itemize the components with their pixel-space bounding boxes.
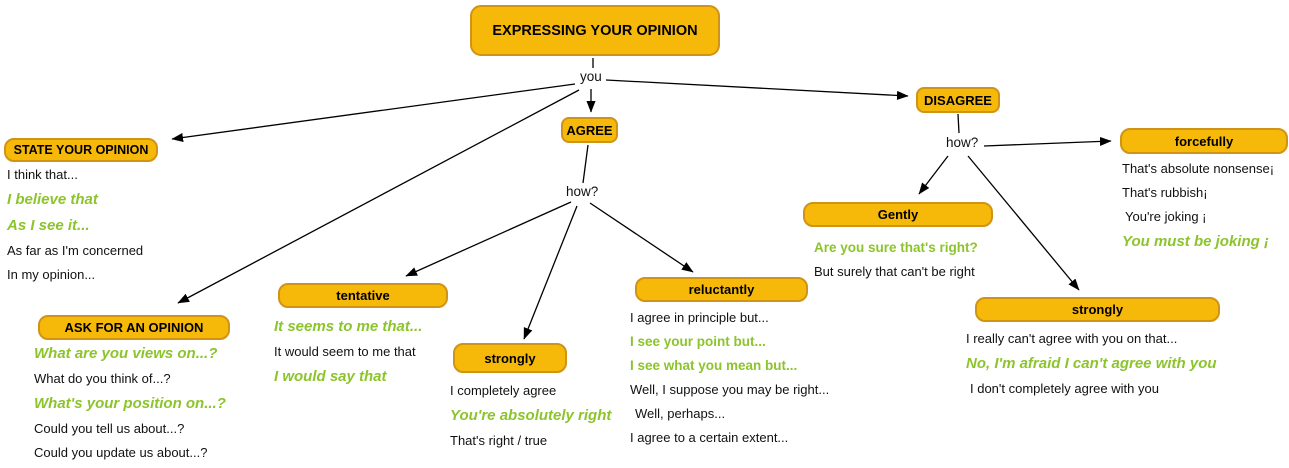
edge-label-how-agree: how? <box>564 184 601 199</box>
edge-label-you: you <box>578 69 604 84</box>
phrase: What's your position on...? <box>34 395 226 412</box>
phrase: That's right / true <box>450 433 548 448</box>
phrase: I agree to a certain extent... <box>630 430 789 445</box>
strongly-agree-phrases: I completely agree You're absolutely rig… <box>450 383 611 457</box>
phrase: I don't completely agree with you <box>970 381 1159 396</box>
tentative-phrases: It seems to me that... It would seem to … <box>274 318 422 394</box>
edge-how-to-gently <box>918 155 949 195</box>
phrase: You're joking ¡ <box>1125 209 1207 224</box>
phrase: It would seem to me that <box>274 344 416 359</box>
reluctantly-phrases: I agree in principle but... I see your p… <box>630 310 829 454</box>
node-reluctantly[interactable]: reluctantly <box>635 277 808 302</box>
node-expressing-your-opinion[interactable]: EXPRESSING YOUR OPINION <box>470 5 720 56</box>
node-state-your-opinion[interactable]: STATE YOUR OPINION <box>4 138 158 162</box>
node-tentative[interactable]: tentative <box>278 283 448 308</box>
phrase: As I see it... <box>7 217 90 234</box>
state-opinion-phrases: I think that... I believe that As I see … <box>7 167 143 291</box>
phrase: You're absolutely right <box>450 407 612 424</box>
phrase: As far as I'm concerned <box>7 243 144 258</box>
node-forcefully[interactable]: forcefully <box>1120 128 1288 154</box>
edge-you-to-disagree <box>605 79 909 100</box>
edge-agree-to-how <box>582 144 589 184</box>
phrase: I agree in principle but... <box>630 310 769 325</box>
node-agree[interactable]: AGREE <box>561 117 618 143</box>
edge-you-to-ask <box>177 89 580 304</box>
phrase: But surely that can't be right <box>814 264 975 279</box>
node-strongly-agree[interactable]: strongly <box>453 343 567 373</box>
edge-how-to-strongly-disagree <box>967 155 1080 291</box>
edge-how-to-strongly-agree <box>523 205 578 340</box>
node-disagree[interactable]: DISAGREE <box>916 87 1000 113</box>
phrase: I see your point but... <box>630 334 766 349</box>
gently-phrases: Are you sure that's right? But surely th… <box>814 240 978 288</box>
node-ask-for-an-opinion[interactable]: ASK FOR AN OPINION <box>38 315 230 340</box>
edge-disagree-to-how <box>957 113 960 134</box>
phrase: What do you think of...? <box>34 371 171 386</box>
phrase: I really can't agree with you on that... <box>966 331 1178 346</box>
phrase: It seems to me that... <box>274 318 423 335</box>
phrase: Are you sure that's right? <box>814 240 978 255</box>
phrase: No, I'm afraid I can't agree with you <box>966 355 1217 372</box>
phrase: You must be joking ¡ <box>1122 233 1269 250</box>
phrase: I believe that <box>7 191 98 208</box>
phrase: In my opinion... <box>7 267 96 282</box>
phrase: Could you tell us about...? <box>34 421 185 436</box>
phrase: Well, I suppose you may be right... <box>630 382 830 397</box>
phrase: That's absolute nonsense¡ <box>1122 161 1275 176</box>
edge-how-to-tentative <box>405 201 572 277</box>
phrase: That's rubbish¡ <box>1122 185 1208 200</box>
forcefully-phrases: That's absolute nonsense¡ That's rubbish… <box>1122 161 1274 259</box>
node-strongly-disagree[interactable]: strongly <box>975 297 1220 322</box>
edge-how-to-forcefully <box>983 136 1112 147</box>
node-gently[interactable]: Gently <box>803 202 993 227</box>
phrase: I would say that <box>274 368 387 385</box>
strongly-disagree-phrases: I really can't agree with you on that...… <box>966 331 1217 405</box>
phrase: I think that... <box>7 167 78 182</box>
phrase: Well, perhaps... <box>635 406 726 421</box>
phrase: What are you views on...? <box>34 345 218 362</box>
phrase: I see what you mean but... <box>630 358 798 373</box>
phrase: I completely agree <box>450 383 557 398</box>
edge-label-how-disagree: how? <box>944 135 981 150</box>
phrase: Could you update us about...? <box>34 445 208 460</box>
ask-opinion-phrases: What are you views on...? What do you th… <box>34 345 226 468</box>
edge-how-to-reluctantly <box>589 202 694 273</box>
edge-you-to-state <box>171 83 576 143</box>
